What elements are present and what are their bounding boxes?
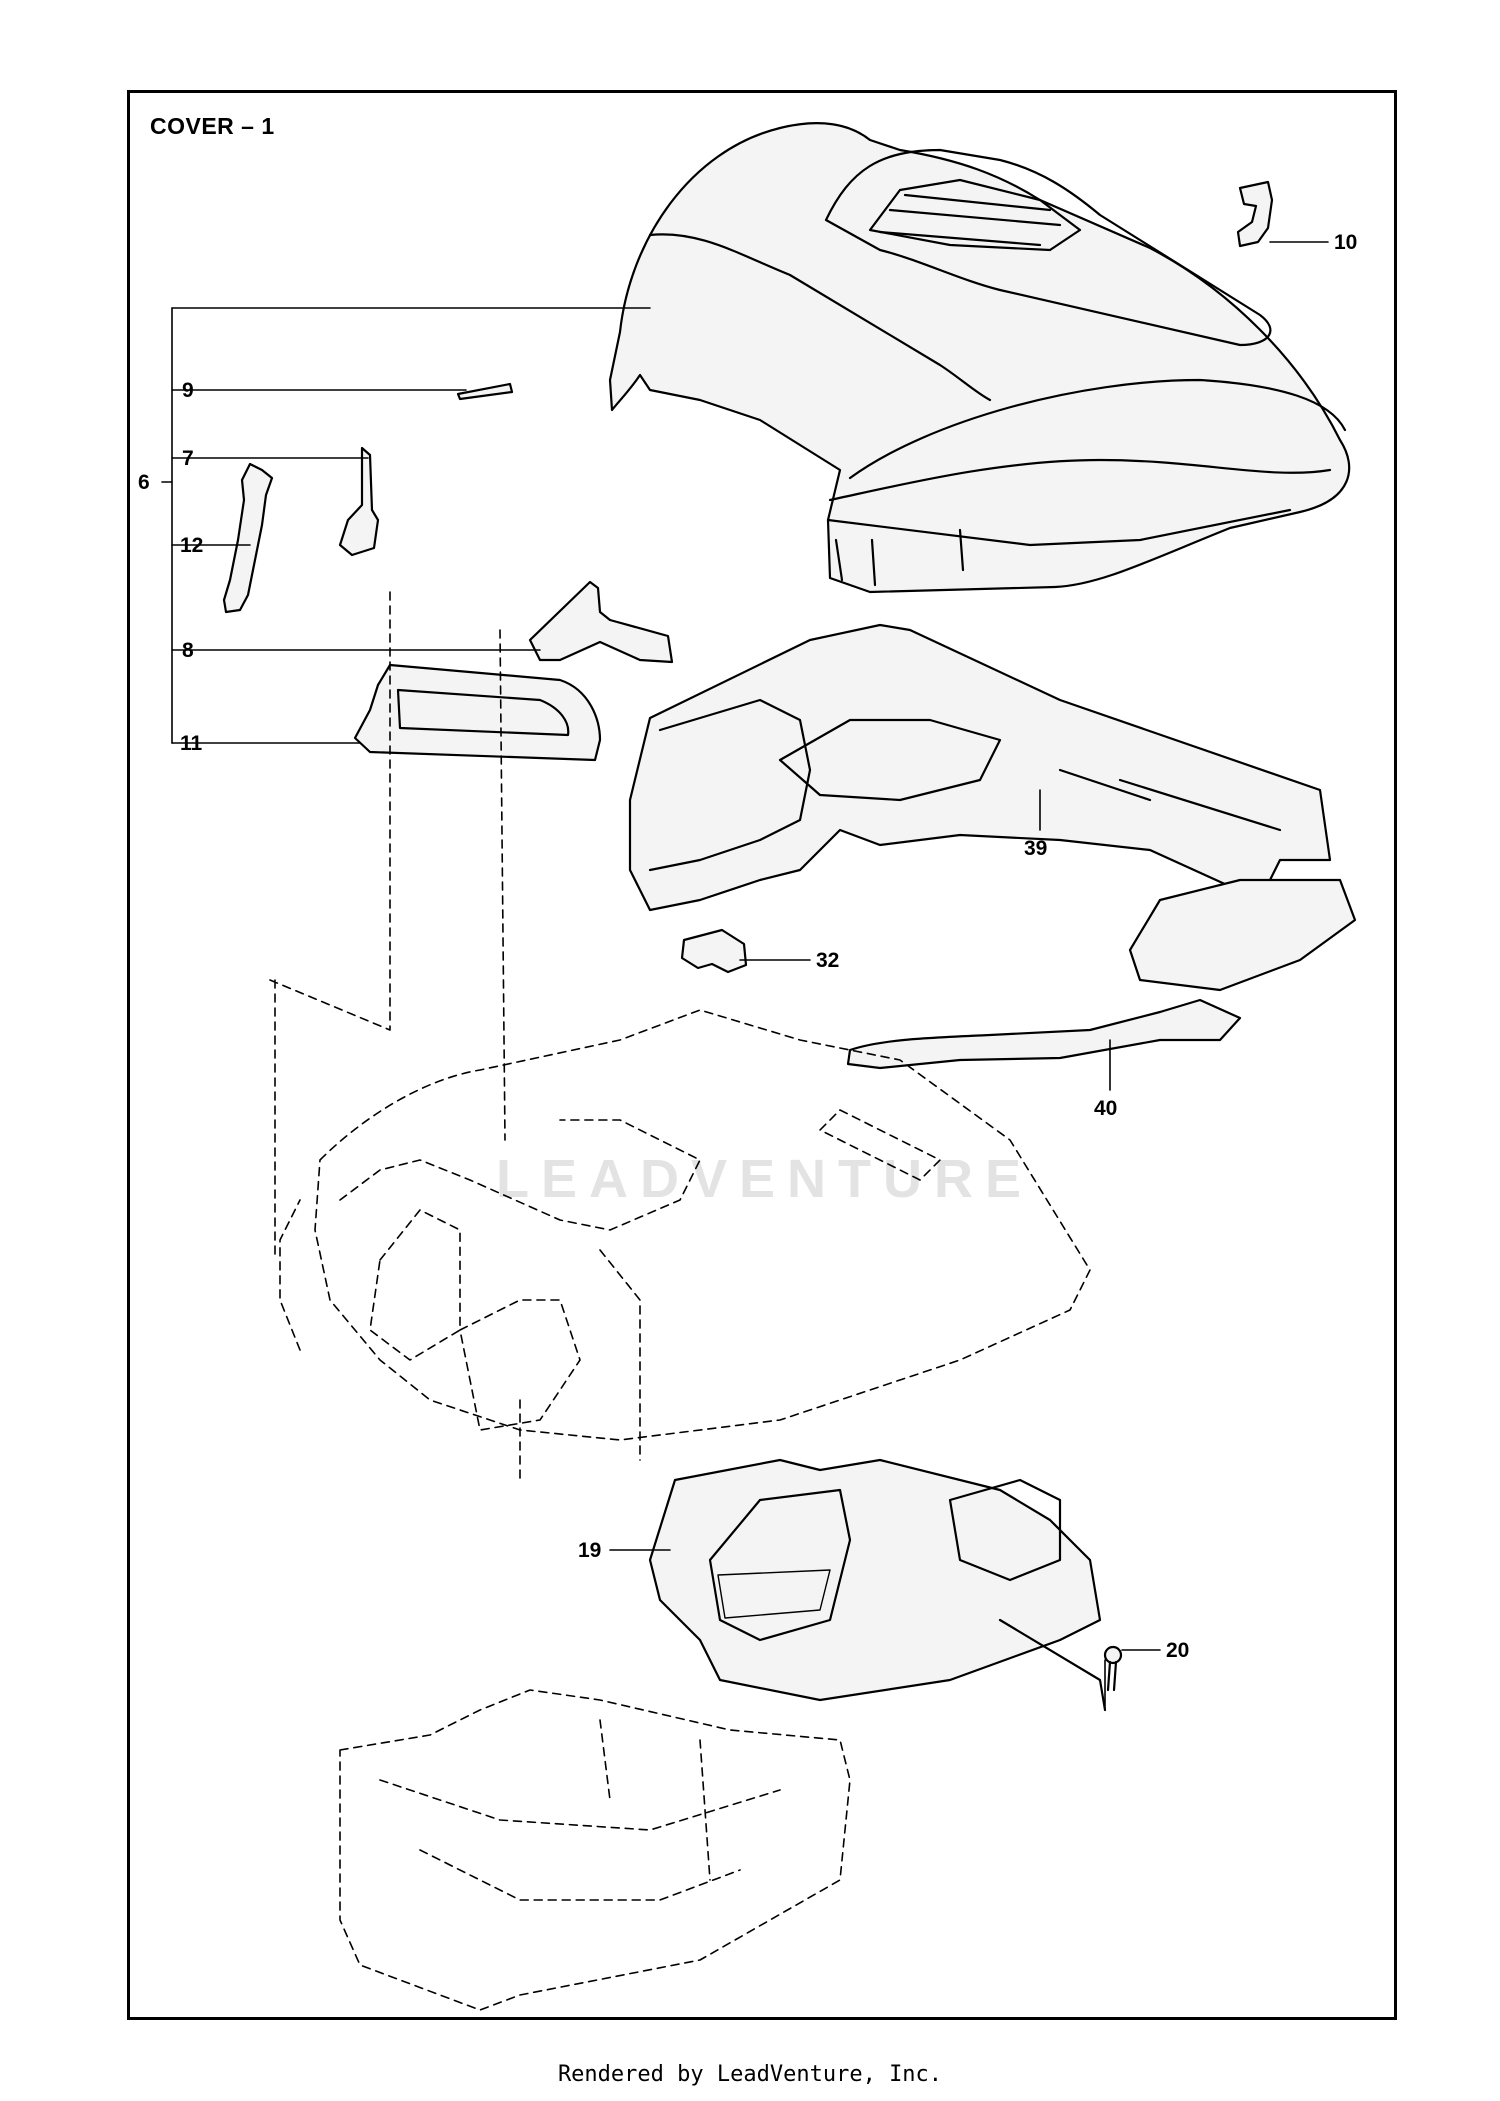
callout-9[interactable]: 9 (182, 379, 194, 402)
screw-part-20[interactable] (1103, 1645, 1123, 1692)
footer-credit: Rendered by LeadVenture, Inc. (557, 2062, 943, 2087)
engine-cover-part-19[interactable] (648, 1458, 1107, 1712)
callout-40[interactable]: 40 (1094, 1097, 1118, 1120)
callout-11[interactable]: 11 (180, 732, 203, 755)
callout-19[interactable]: 19 (578, 1539, 602, 1562)
diagram-title: COVER – 1 (150, 113, 275, 139)
side-panel-part-40[interactable] (846, 878, 1357, 1070)
pin-part-9[interactable] (456, 382, 514, 401)
callout-32[interactable]: 32 (816, 949, 840, 972)
leader-lines (161, 241, 1329, 1711)
callout-10[interactable]: 10 (1334, 231, 1358, 254)
hinge-part-12[interactable] (222, 462, 274, 614)
callout-39[interactable]: 39 (1024, 837, 1048, 860)
callout-12[interactable]: 12 (180, 534, 204, 557)
clip-part-32[interactable] (680, 928, 748, 974)
watermark: LEADVENTURE (496, 1149, 1034, 1209)
dash-console-part-39[interactable] (628, 623, 1332, 912)
callout-6[interactable]: 6 (138, 471, 150, 494)
trim-panel-part-11[interactable] (353, 663, 602, 762)
bracket-part-8[interactable] (528, 580, 674, 664)
bracket-part-7[interactable] (338, 446, 380, 557)
callout-20[interactable]: 20 (1166, 1639, 1190, 1662)
clip-part-10[interactable] (1236, 180, 1274, 248)
callout-8[interactable]: 8 (182, 639, 194, 662)
chassis-dashed-outline (269, 589, 1091, 1481)
callout-7[interactable]: 7 (182, 447, 194, 470)
lower-frame-dashed-outline (339, 1689, 851, 2011)
hood-cover-part[interactable] (608, 122, 1351, 594)
diagram-frame (127, 90, 1397, 2020)
